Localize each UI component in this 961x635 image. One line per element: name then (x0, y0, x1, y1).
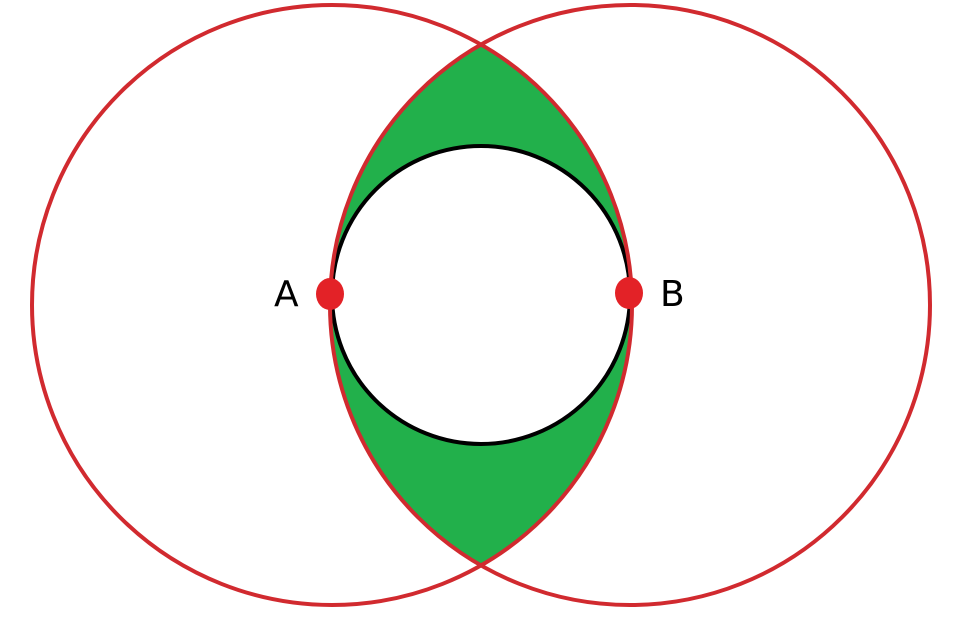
inner-circle (330, 144, 632, 446)
point-a (316, 278, 344, 310)
point-b-label: B (660, 274, 685, 315)
point-a-label: A (274, 274, 299, 315)
point-b (615, 277, 643, 309)
